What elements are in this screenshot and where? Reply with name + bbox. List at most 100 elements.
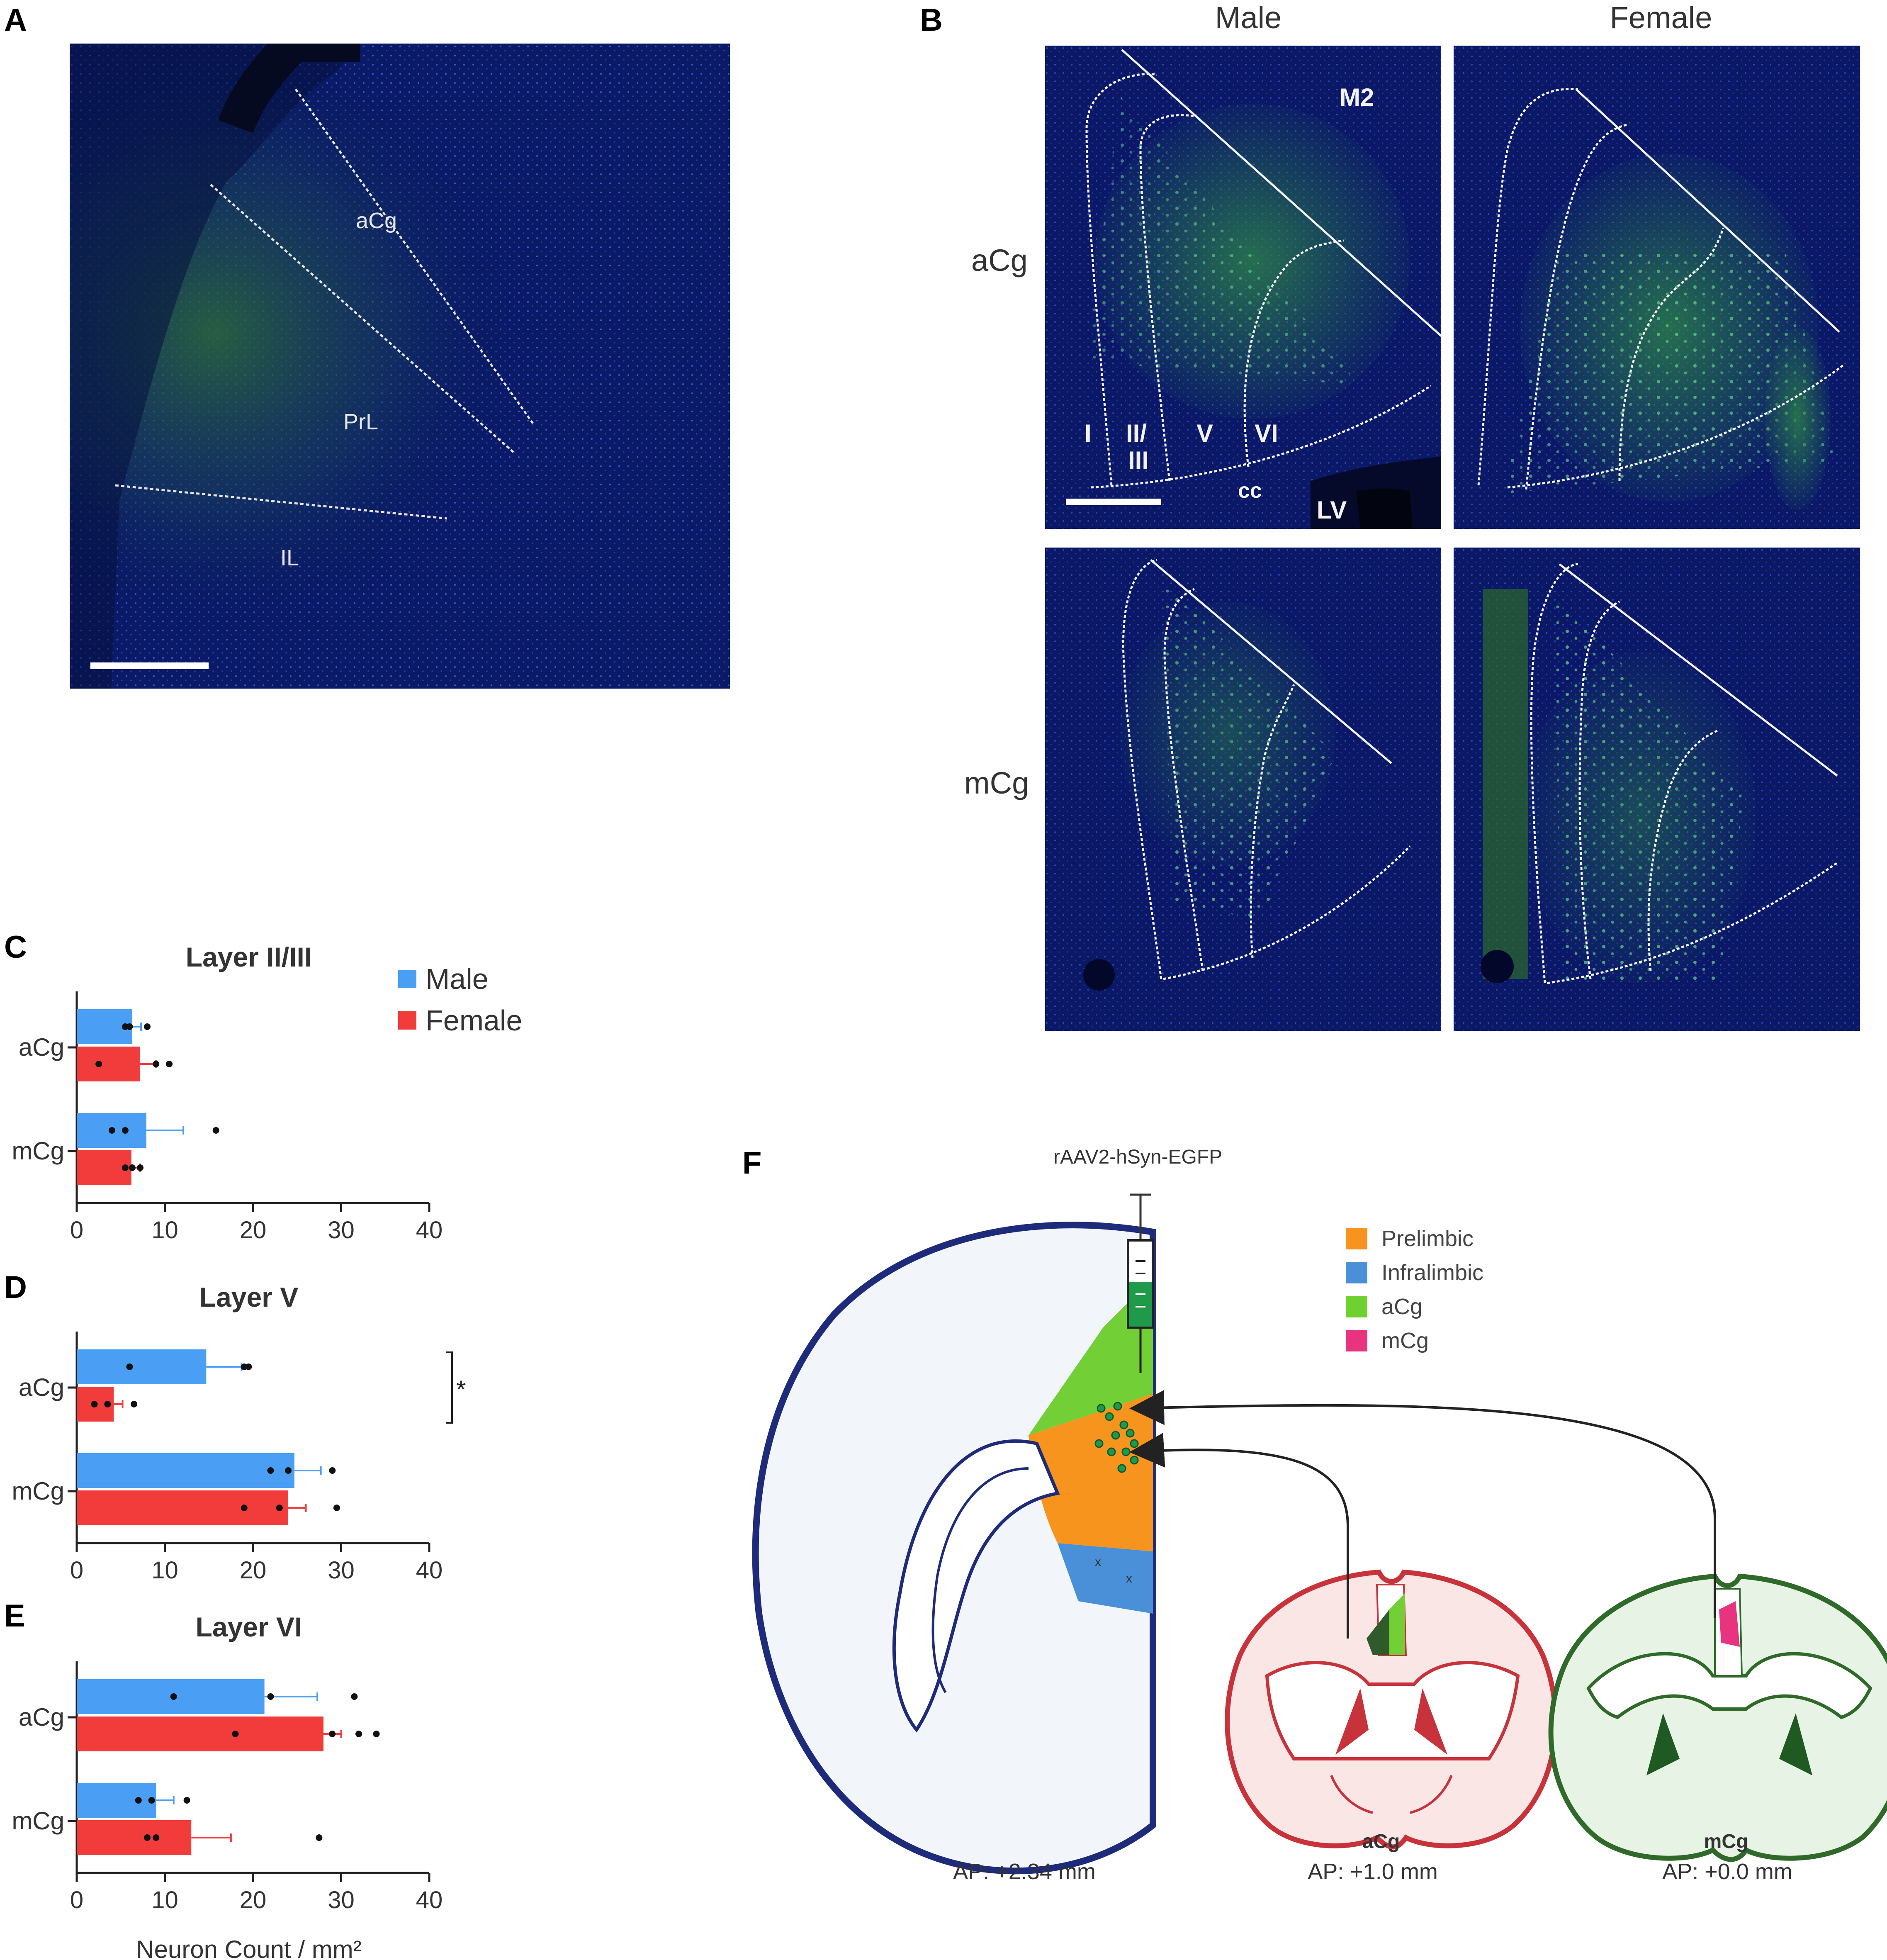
bar-male-acg	[77, 1349, 207, 1384]
data-point	[129, 1164, 136, 1171]
x-tick-label: 0	[70, 1557, 83, 1584]
region-label-prl: PrL	[343, 409, 378, 434]
legend-item-male: Male	[398, 958, 522, 1000]
section-name-acg: aCg	[1362, 1831, 1400, 1853]
injection-label: rAAV2-hSyn-EGFP	[1053, 1146, 1223, 1168]
section-ap-2: AP: +1.0 mm	[1308, 1859, 1438, 1884]
x-tick-label: 0	[70, 1217, 83, 1244]
legend-f: Prelimbic Infralimbic aCg mCg	[1346, 1222, 1483, 1358]
significance-marker: *	[456, 1376, 466, 1403]
panel-f-diagram: x x	[752, 1193, 1887, 1884]
panel-label-b: B	[920, 2, 943, 38]
data-point	[232, 1731, 239, 1737]
layer-label-iii: III	[1128, 446, 1149, 474]
micrograph-female-mcg	[1454, 548, 1860, 1031]
x-tick-label: 30	[328, 1887, 355, 1914]
data-point	[245, 1363, 252, 1370]
data-point	[109, 1127, 115, 1134]
legend-cde: Male Female	[398, 958, 522, 1041]
data-point	[170, 1693, 177, 1700]
x-tick-label: 40	[416, 1887, 443, 1914]
syringe-icon	[1127, 1193, 1154, 1373]
column-header-female: Female	[1610, 0, 1712, 35]
data-point	[122, 1127, 129, 1134]
x-tick-label: 10	[151, 1217, 178, 1244]
category-label-mcg: mCg	[12, 1807, 64, 1835]
bar-male-mcg	[77, 1783, 156, 1818]
bar-female-acg	[77, 1047, 140, 1081]
legend-item-female: Female	[398, 1000, 522, 1041]
category-label-acg: aCg	[19, 1373, 64, 1401]
legend-swatch-male	[398, 970, 416, 988]
legend-item-infralimbic: Infralimbic	[1346, 1256, 1483, 1290]
data-point	[373, 1731, 380, 1737]
legend-item-acg: aCg	[1346, 1290, 1483, 1324]
category-label-mcg: mCg	[12, 1477, 64, 1505]
bar-female-acg	[77, 1717, 323, 1751]
x-tick-label: 20	[240, 1217, 267, 1244]
data-point	[276, 1505, 283, 1511]
legend-swatch-mcg	[1346, 1330, 1367, 1351]
legend-label-acg: aCg	[1381, 1294, 1423, 1319]
svg-text:x: x	[1126, 1572, 1132, 1585]
chart-title: Layer V	[199, 1282, 298, 1312]
x-tick-label: 30	[328, 1557, 355, 1584]
legend-swatch-prelimbic	[1346, 1228, 1367, 1249]
panel-label-a: A	[4, 2, 27, 38]
data-point	[95, 1061, 102, 1067]
x-tick-label: 40	[416, 1217, 443, 1244]
x-tick-label: 0	[70, 1887, 83, 1914]
data-point	[212, 1127, 219, 1134]
legend-swatch-female	[398, 1011, 416, 1030]
data-point	[333, 1505, 340, 1511]
annotation-lv: LV	[1317, 496, 1347, 524]
category-label-acg: aCg	[19, 1033, 64, 1061]
data-point	[267, 1467, 274, 1474]
significance-bracket	[446, 1351, 453, 1424]
section-mcg	[1548, 1573, 1887, 1862]
annotation-cc: cc	[1238, 479, 1262, 503]
bar-female-mcg	[77, 1490, 288, 1525]
micrograph-female-acg	[1454, 46, 1860, 529]
x-tick-label: 40	[416, 1557, 443, 1584]
panel-label-c: C	[4, 930, 27, 965]
data-point	[91, 1401, 98, 1407]
data-point	[137, 1164, 143, 1171]
section-hemisphere: x x	[752, 1193, 1156, 1875]
annotation-m2: M2	[1340, 83, 1374, 111]
micrograph-male-mcg	[1045, 548, 1441, 1031]
data-point	[267, 1693, 274, 1700]
data-point	[351, 1693, 358, 1700]
category-label-acg: aCg	[19, 1703, 64, 1731]
category-label-mcg: mCg	[12, 1137, 64, 1165]
data-point	[104, 1401, 111, 1407]
data-point	[153, 1834, 160, 1841]
x-tick-label: 20	[240, 1887, 267, 1914]
legend-swatch-acg	[1346, 1296, 1367, 1317]
panel-label-d: D	[4, 1270, 27, 1305]
x-tick-label: 10	[151, 1557, 178, 1584]
region-label-acg: aCg	[356, 208, 397, 233]
panel-label-e: E	[4, 1598, 25, 1634]
x-axis-label: Neuron Count / mm²	[136, 1936, 362, 1960]
panel-a-micrograph: aCg PrL IL	[70, 44, 730, 689]
data-point	[144, 1834, 151, 1841]
data-point	[241, 1505, 248, 1511]
data-point	[148, 1797, 155, 1804]
panel-b-micrographs: I II/ III V VI M2 cc LV	[1045, 46, 1860, 1031]
chart-title: Layer VI	[196, 1612, 302, 1642]
data-point	[316, 1834, 323, 1841]
region-label-il: IL	[280, 545, 299, 570]
x-tick-label: 10	[151, 1887, 178, 1914]
data-point	[126, 1023, 133, 1030]
section-name-mcg: mCg	[1704, 1831, 1748, 1853]
data-point	[329, 1731, 336, 1737]
section-ap-1: AP: +2.34 mm	[953, 1859, 1096, 1884]
micrograph-male-acg: I II/ III V VI M2 cc LV	[1045, 46, 1442, 529]
data-point	[329, 1467, 336, 1474]
data-point	[131, 1401, 138, 1407]
row-label-mcg: mCg	[964, 766, 1029, 800]
